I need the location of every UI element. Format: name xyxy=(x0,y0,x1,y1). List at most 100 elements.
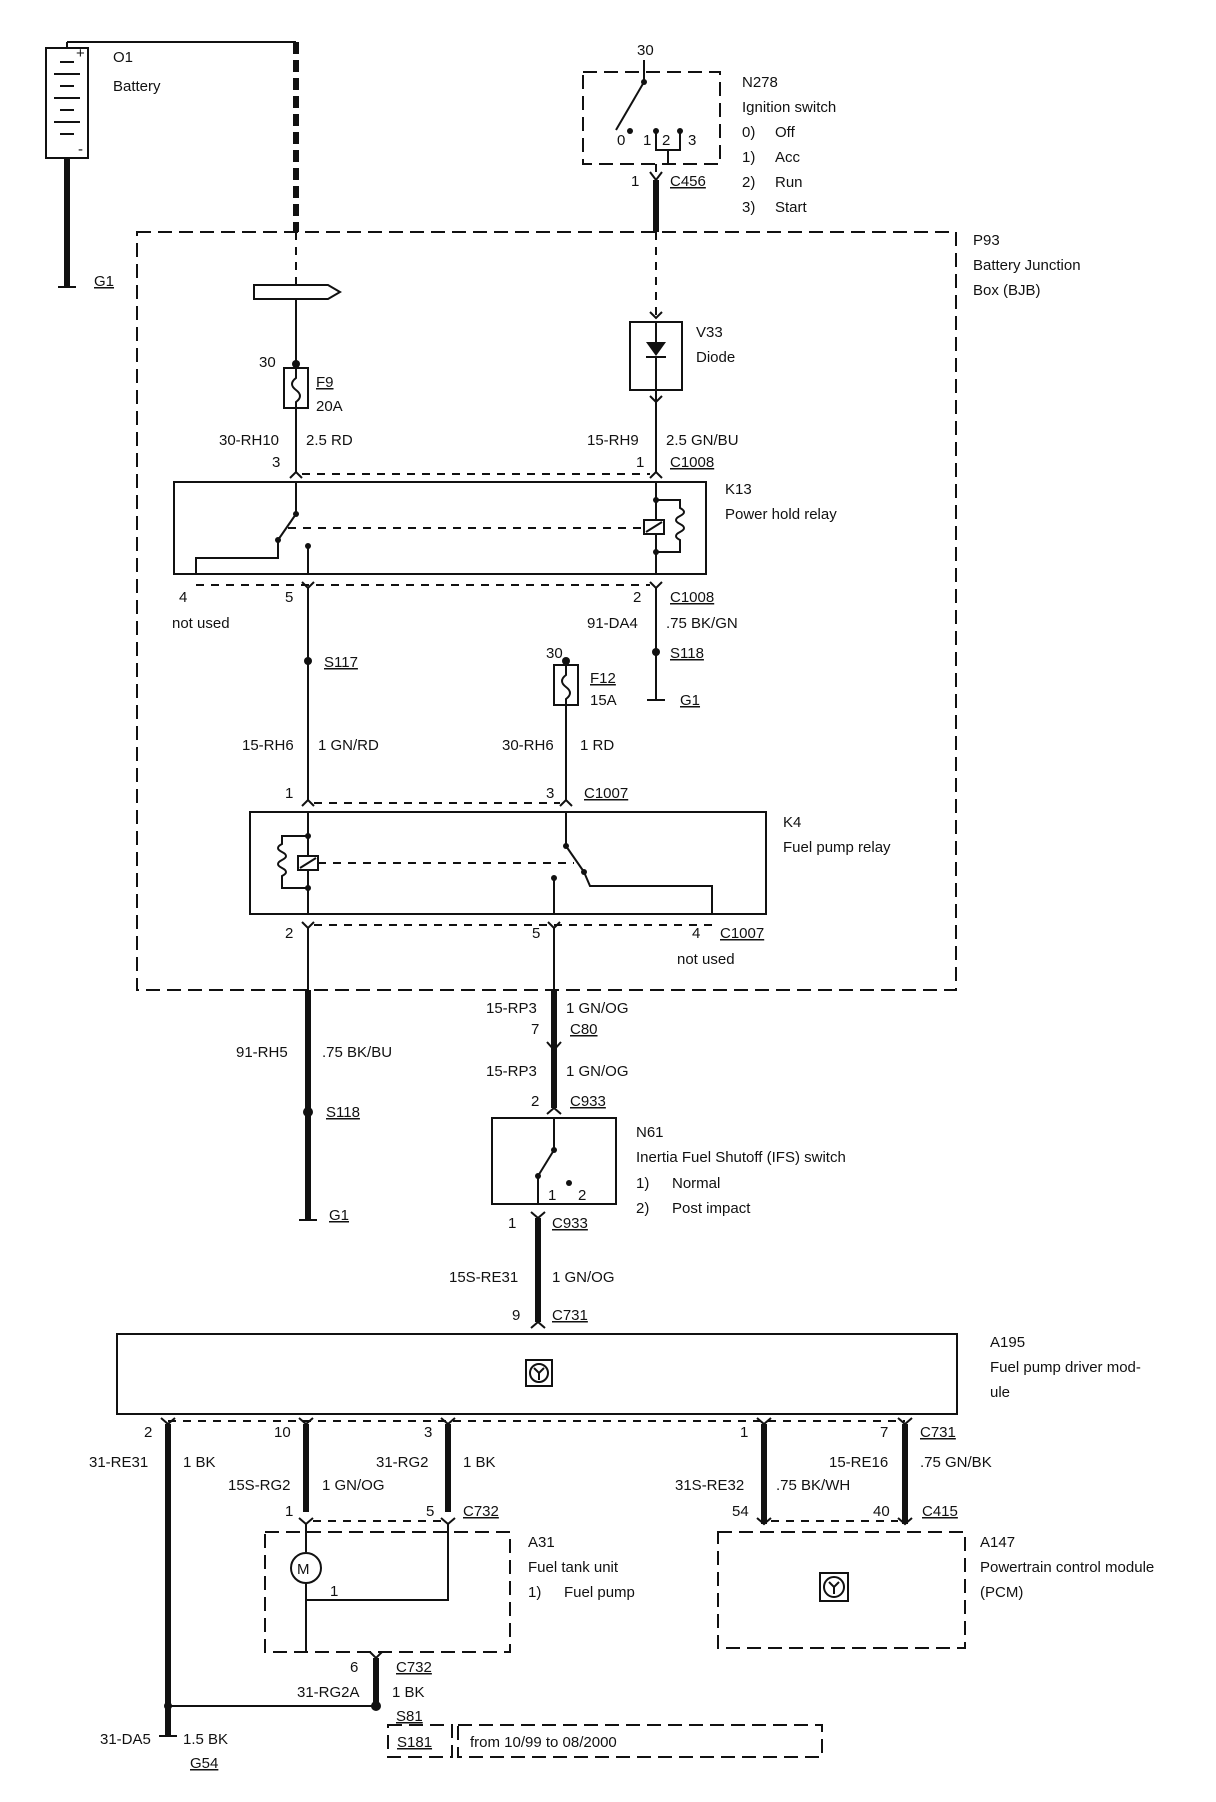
ifs-state-label: Post impact xyxy=(672,1200,751,1217)
wire-91-rh5-circuit: 91-RH5 xyxy=(236,1044,288,1061)
ifs-state-num: 2) xyxy=(636,1200,649,1217)
wire-91-da4-circuit: 91-DA4 xyxy=(587,615,638,632)
ifs-state-num: 1) xyxy=(636,1175,649,1192)
a147-pin54-mark xyxy=(756,1517,772,1526)
a147-id: A147 xyxy=(980,1534,1015,1551)
wire-15s-re31-circuit: 15S-RE31 xyxy=(449,1269,518,1286)
a195-pin3-mark xyxy=(440,1417,456,1426)
k13-pin1: 1 xyxy=(636,454,644,471)
ifs-pos-1: 1 xyxy=(548,1187,556,1204)
a147-pin40: 40 xyxy=(873,1503,890,1520)
ifs-id: N61 xyxy=(636,1124,664,1141)
wire-15-re16-spec: .75 GN/BK xyxy=(920,1454,992,1471)
wire-15-rh9-circuit: 15-RH9 xyxy=(587,432,639,449)
wire-31s-re32-circuit: 31S-RE32 xyxy=(675,1477,744,1494)
a195-pin-in: 9 xyxy=(512,1307,520,1324)
f12-rating: 15A xyxy=(590,692,617,709)
a31-connector-bottom: C732 xyxy=(396,1659,432,1676)
k13-name: Power hold relay xyxy=(725,506,837,523)
wire-15s-rg2-spec: 1 GN/OG xyxy=(322,1477,385,1494)
c80-pin: 7 xyxy=(531,1021,539,1038)
a195-connector-bottom: C731 xyxy=(920,1424,956,1441)
a195-pin10: 10 xyxy=(274,1424,291,1441)
c731-input-mark xyxy=(530,1320,546,1329)
ignition-switch: 30 0 1 2 3 N278 Ignition switch 0) Off 1… xyxy=(582,42,836,216)
fuel-pump-driver-module: A195 Fuel pump driver mod- ule xyxy=(116,1333,1141,1415)
wire-30-rh10-spec: 2.5 RD xyxy=(306,432,353,449)
wire-15-rp3-spec-b: 1 GN/OG xyxy=(566,1063,629,1080)
f12-terminal: 30 xyxy=(546,645,563,662)
a147-name-line1: Powertrain control module xyxy=(980,1559,1154,1576)
k4-pin3-mark xyxy=(559,798,573,807)
a31-motor-pin: 1 xyxy=(330,1583,338,1600)
fuel-tank-unit: M 1 A31 Fuel tank unit 1) Fuel pump xyxy=(264,1524,635,1653)
date-note-box xyxy=(457,1724,823,1758)
date-range-note: from 10/99 to 08/2000 xyxy=(470,1734,617,1751)
ground-g1-mid: G1 xyxy=(680,692,700,709)
battery: + - O1 Battery xyxy=(45,42,161,159)
wire-15-rh9-spec: 2.5 GN/BU xyxy=(666,432,739,449)
a195-connector-top: C731 xyxy=(552,1307,588,1324)
wire-31-da5-circuit: 31-DA5 xyxy=(100,1731,151,1748)
ignition-pos-0: 0 xyxy=(617,132,625,149)
ignition-state-label: Acc xyxy=(775,149,801,166)
splice-s118-upper: S118 xyxy=(670,645,704,662)
relay-k4: 1 3 C1007 2 5 4 C1007 not used K4 Fuel p… xyxy=(249,785,891,968)
ignition-state-label: Run xyxy=(775,174,803,191)
f9-terminal: 30 xyxy=(259,354,276,371)
bjb-id: P93 xyxy=(973,232,1000,249)
ignition-pos-2: 2 xyxy=(662,132,670,149)
fuse-f9: 30 F9 20A xyxy=(259,354,343,415)
battery-id: O1 xyxy=(113,49,133,66)
k4-pin1: 1 xyxy=(285,785,293,802)
k4-pin2: 2 xyxy=(285,925,293,942)
diode-id: V33 xyxy=(696,324,723,341)
splice-s81: S81 xyxy=(396,1708,423,1725)
s181-box xyxy=(387,1724,453,1758)
ifs-name: Inertia Fuel Shutoff (IFS) switch xyxy=(636,1149,846,1166)
a195-pin2: 2 xyxy=(144,1424,152,1441)
c456-label: C456 xyxy=(670,173,706,190)
diode-name: Diode xyxy=(696,349,735,366)
k4-pin1-mark xyxy=(301,798,315,807)
a31-pin1-mark xyxy=(298,1517,314,1526)
a31-pin6-mark xyxy=(369,1651,383,1660)
splice-s118-lower: S118 xyxy=(326,1104,360,1121)
ground-g54: G54 xyxy=(190,1755,218,1772)
a195-name-line1: Fuel pump driver mod- xyxy=(990,1359,1141,1376)
k13-pin3-mark xyxy=(289,470,303,479)
bjb-name-line1: Battery Junction xyxy=(973,257,1081,274)
a195-name-line2: ule xyxy=(990,1384,1010,1401)
splice-s181: S181 xyxy=(397,1734,432,1751)
wire-31-re31-spec: 1 BK xyxy=(183,1454,216,1471)
bjb-name-line2: Box (BJB) xyxy=(973,282,1041,299)
k4-pin4-not-used: not used xyxy=(677,951,735,968)
k13-connector-top: C1008 xyxy=(670,454,714,471)
k4-pin2-mark xyxy=(301,921,315,930)
k13-pin3: 3 xyxy=(272,454,280,471)
k13-pin4-not-used: not used xyxy=(172,615,230,632)
f9-terminal-dot xyxy=(292,360,300,368)
c456-pin: 1 xyxy=(631,173,639,190)
wire-15-rh6-spec: 1 GN/RD xyxy=(318,737,379,754)
a31-state-label: Fuel pump xyxy=(564,1584,635,1601)
ifs-pos-2: 2 xyxy=(578,1187,586,1204)
wire-15-rp3-spec-a: 1 GN/OG xyxy=(566,1000,629,1017)
k13-pin4: 4 xyxy=(179,589,187,606)
splice-s117-dot xyxy=(304,657,312,665)
ground-g1-bottom: G1 xyxy=(329,1207,349,1224)
ifs-pin-in: 2 xyxy=(531,1093,539,1110)
ignition-state-label: Start xyxy=(775,199,808,216)
f9-rating: 20A xyxy=(316,398,343,415)
powertrain-control-module: A147 Powertrain control module (PCM) xyxy=(717,1531,1154,1649)
wire-15-rp3-circuit-b: 15-RP3 xyxy=(486,1063,537,1080)
wire-30-rh10-circuit: 30-RH10 xyxy=(219,432,279,449)
k13-pin2-mark xyxy=(649,581,663,590)
ifs-state-label: Normal xyxy=(672,1175,720,1192)
wire-30-rh6-spec: 1 RD xyxy=(580,737,614,754)
fuel-pump-motor: M xyxy=(297,1561,310,1578)
wire-31-re31-circuit: 31-RE31 xyxy=(89,1454,148,1471)
splice-s118-dot xyxy=(652,648,660,656)
busbar-arrow xyxy=(253,284,342,300)
